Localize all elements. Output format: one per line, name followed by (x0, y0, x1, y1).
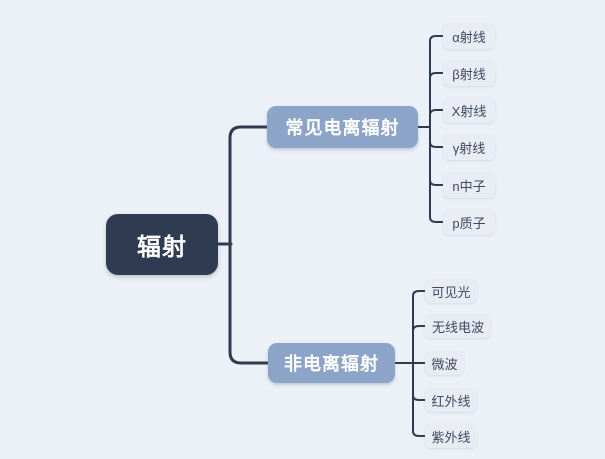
leaf-node-radio-wave[interactable]: 无线电波 (425, 314, 491, 338)
leaf-node-infrared[interactable]: 红外线 (425, 388, 477, 412)
root-branch-connectors (215, 125, 271, 365)
branch1-leaf-connectors (417, 35, 444, 223)
leaf-node-proton[interactable]: p质子 (443, 209, 495, 235)
leaf-node-ultraviolet[interactable]: 紫外线 (425, 424, 477, 448)
leaf-node-microwave[interactable]: 微波 (425, 351, 464, 375)
leaf-node-gamma-ray[interactable]: γ射线 (443, 134, 495, 160)
root-node-radiation[interactable]: 辐射 (106, 214, 218, 275)
branch2-leaf-connectors (394, 290, 426, 437)
branch-node-non-ionizing-radiation[interactable]: 非电离辐射 (268, 343, 395, 383)
leaf-node-beta-ray[interactable]: β射线 (443, 60, 495, 86)
leaf-node-x-ray[interactable]: X射线 (443, 97, 495, 123)
leaf-node-neutron[interactable]: n中子 (443, 172, 495, 198)
leaf-node-alpha-ray[interactable]: α射线 (443, 23, 495, 49)
leaf-node-visible-light[interactable]: 可见光 (425, 279, 477, 303)
branch-node-common-ionizing-radiation[interactable]: 常见电离辐射 (267, 106, 418, 148)
